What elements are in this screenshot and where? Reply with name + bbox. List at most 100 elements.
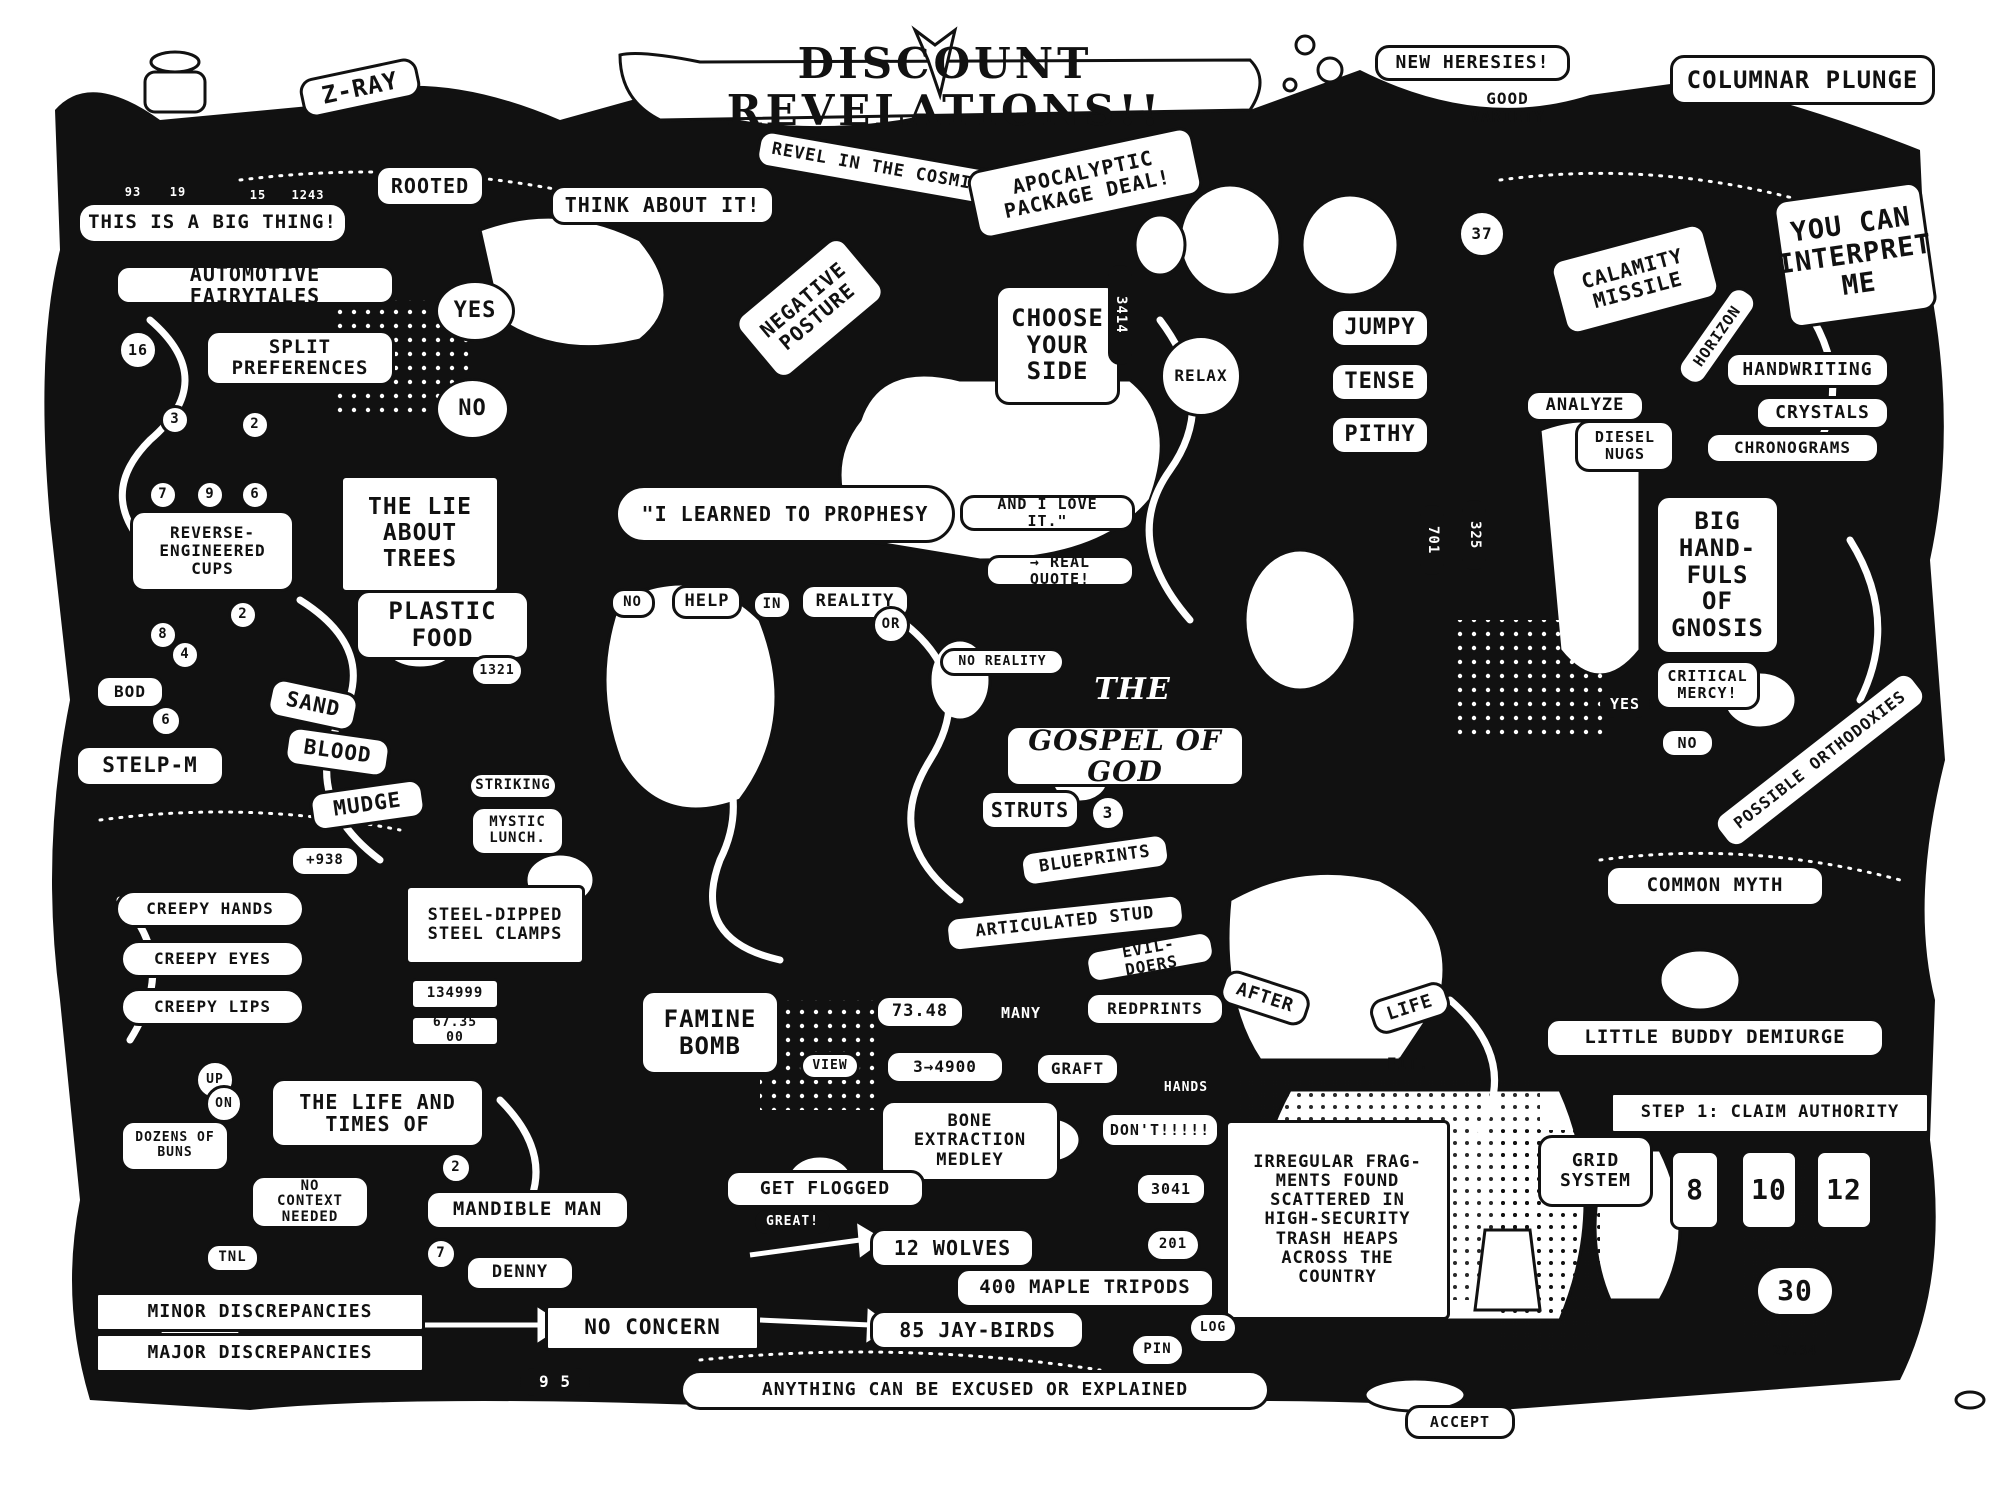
- label-anything-excused: ANYTHING CAN BE EXCUSED OR EXPLAINED: [680, 1370, 1270, 1410]
- label-n-201: 201: [1145, 1228, 1201, 1262]
- label-n-1321: 1321: [470, 655, 524, 687]
- label-analyze: ANALYZE: [1525, 390, 1645, 422]
- label-help: HELP: [672, 585, 742, 619]
- label-split-preferences: SPLIT PREFERENCES: [205, 330, 395, 386]
- ink-mass: [44, 70, 1945, 1410]
- label-choose-your-side: CHOOSE YOUR SIDE: [995, 285, 1120, 405]
- label-n-4: 4: [170, 640, 200, 670]
- label-n-10: 10: [1740, 1150, 1798, 1230]
- label-bod: BOD: [95, 675, 165, 709]
- label-n-7b: 7: [425, 1238, 457, 1270]
- label-n-938: +938: [290, 845, 360, 877]
- label-n-7: 7: [148, 480, 178, 510]
- label-tense: TENSE: [1330, 362, 1430, 402]
- label-diesel-nugs: DIESEL NUGS: [1575, 420, 1675, 472]
- label-dozens-of-buns: DOZENS of BUNS: [120, 1120, 230, 1172]
- label-good-variety: GOOD VARIETY: [1470, 89, 1545, 126]
- label-no-reality: NO REALITY: [940, 648, 1065, 676]
- label-no-context-needed: NO CONTEXT NEEDED: [250, 1175, 370, 1229]
- label-n-6: 6: [240, 480, 270, 510]
- label-n-1243: 1243: [291, 188, 325, 203]
- label-fit: FIT.: [1386, 1054, 1430, 1074]
- label-n-7348: 73.48: [875, 995, 965, 1029]
- label-n-2b: 2: [228, 600, 258, 630]
- label-think-about-it: THINK ABOUT IT!: [550, 185, 775, 225]
- label-new-heresies: NEW HERESIES!: [1375, 45, 1570, 81]
- label-handwriting: HANDWRITING: [1725, 352, 1890, 388]
- label-irregular-fragments: IRREGULAR FRAG-MENTS FOUND SCATTERED IN …: [1225, 1120, 1450, 1320]
- label-stelp-m: STELP-M: [75, 745, 225, 787]
- label-in: IN: [752, 590, 792, 620]
- label-dont: DON'T!!!!!: [1100, 1112, 1220, 1148]
- label-many: MANY: [1000, 1003, 1042, 1022]
- label-you-can-interpret-me: YOU CAN INTERPRET ME: [1771, 180, 1939, 330]
- label-n-15: 15: [249, 188, 267, 203]
- label-automotive-fairytales: AUTOMOTIVE FAIRYTALES: [115, 262, 395, 307]
- label-no-2: NO: [1660, 728, 1715, 758]
- label-denny: DENNY: [465, 1255, 575, 1291]
- label-get-flogged: GET FLOGGED: [725, 1170, 925, 1208]
- label-pin: PIN: [1130, 1333, 1185, 1367]
- label-n-30: 30: [1755, 1265, 1835, 1317]
- label-n-134999: 134999: [410, 978, 500, 1010]
- label-n-8: 8: [1670, 1150, 1720, 1230]
- label-learned-to-prophesy: "I LEARNED TO PROPHESY: [615, 485, 955, 543]
- label-on: ON: [205, 1085, 243, 1123]
- label-n-12: 12: [1815, 1150, 1873, 1230]
- label-mandible-man: MANDIBLE MAN: [425, 1190, 630, 1230]
- label-n-6735: 67.35 00: [410, 1015, 500, 1047]
- label-view: VIEW: [800, 1052, 860, 1080]
- label-reverse-engineered-cups: REVERSE-ENGINEERED CUPS: [130, 510, 295, 592]
- label-no-concern: NO CONCERN: [545, 1305, 760, 1351]
- label-big-handfuls-gnosis: BIG HAND-FULS OF GNOSIS: [1655, 495, 1780, 655]
- label-n-3414: 3414: [1108, 265, 1132, 365]
- label-minor-discrepancies: MINOR DISCREPANCIES: [95, 1292, 425, 1332]
- label-chronograms: CHRONOGRAMS: [1705, 432, 1880, 464]
- label-graft: GRAFT: [1035, 1052, 1120, 1086]
- label-n-16: 16: [118, 330, 158, 370]
- label-n-2a: 2: [240, 410, 270, 440]
- label-twelve-wolves: 12 WOLVES: [870, 1228, 1035, 1268]
- label-yes-2: YES: [1600, 690, 1650, 718]
- label-n-95: 9 5: [520, 1368, 590, 1396]
- label-and-i-love-it: AND I LOVE IT.": [960, 495, 1135, 531]
- label-log: LOG: [1188, 1312, 1238, 1344]
- label-relax: RELAX: [1160, 335, 1242, 417]
- label-tnl: TNL: [205, 1243, 260, 1273]
- label-maple-tripods: 400 MAPLE TRIPODS: [955, 1268, 1215, 1308]
- label-n-3b: 3: [1090, 795, 1126, 831]
- label-famine-bomb: FAMINE BOMB: [640, 990, 780, 1075]
- label-the: THE: [1094, 672, 1171, 708]
- label-gospel-of-god: GOSPEL of GOD: [1005, 724, 1245, 787]
- label-bone-extraction-medley: BONE EXTRACTION MEDLEY: [880, 1100, 1060, 1182]
- label-n-701: 701: [1420, 505, 1444, 575]
- label-critical-mercy: CRITICAL MERCY!: [1655, 660, 1760, 710]
- label-life-and-times: THE LIFE AND TIMES OF: [270, 1078, 485, 1148]
- label-columnar-plunge: COLUMNAR PLUNGE: [1670, 55, 1935, 105]
- label-yes: YES: [435, 280, 515, 342]
- label-crystals: CRYSTALS: [1755, 396, 1890, 430]
- label-no-help-no: NO: [610, 588, 655, 618]
- label-n-3: 3: [160, 405, 190, 435]
- label-n-19: 19: [169, 185, 187, 200]
- label-redprints: REDPRINTS: [1085, 992, 1225, 1026]
- label-little-buddy-demiurge: LITTLE BUDDY DEMIURGE: [1545, 1018, 1885, 1058]
- label-creepy-lips: CREEPY LIPS: [120, 988, 305, 1026]
- label-plastic-food: PLASTIC FOOD: [355, 590, 530, 660]
- label-n-9: 9: [195, 480, 225, 510]
- label-grid-system: GRID SYSTEM: [1538, 1135, 1653, 1207]
- label-creepy-eyes: CREEPY EYES: [120, 940, 305, 978]
- label-n-37: 37: [1458, 210, 1506, 258]
- label-no: NO: [435, 378, 510, 440]
- label-this-is-big: THIS IS A BIG THING!: [80, 205, 345, 241]
- label-struts: STRUTS: [980, 790, 1080, 830]
- label-major-discrepancies: MAJOR DISCREPANCIES: [95, 1333, 425, 1373]
- label-steel-dipped-clamps: STEEL-DIPPED STEEL CLAMPS: [405, 885, 585, 965]
- label-accept: ACCEPT: [1405, 1405, 1515, 1439]
- label-n-3041: 3041: [1135, 1172, 1207, 1206]
- label-step-1: STEP 1: CLAIM AUTHORITY: [1610, 1092, 1930, 1134]
- label-rooted: ROOTED: [375, 165, 485, 207]
- page-title: DISCOUNT REVELATIONS!!: [726, 38, 1164, 135]
- label-n-2c: 2: [440, 1152, 472, 1184]
